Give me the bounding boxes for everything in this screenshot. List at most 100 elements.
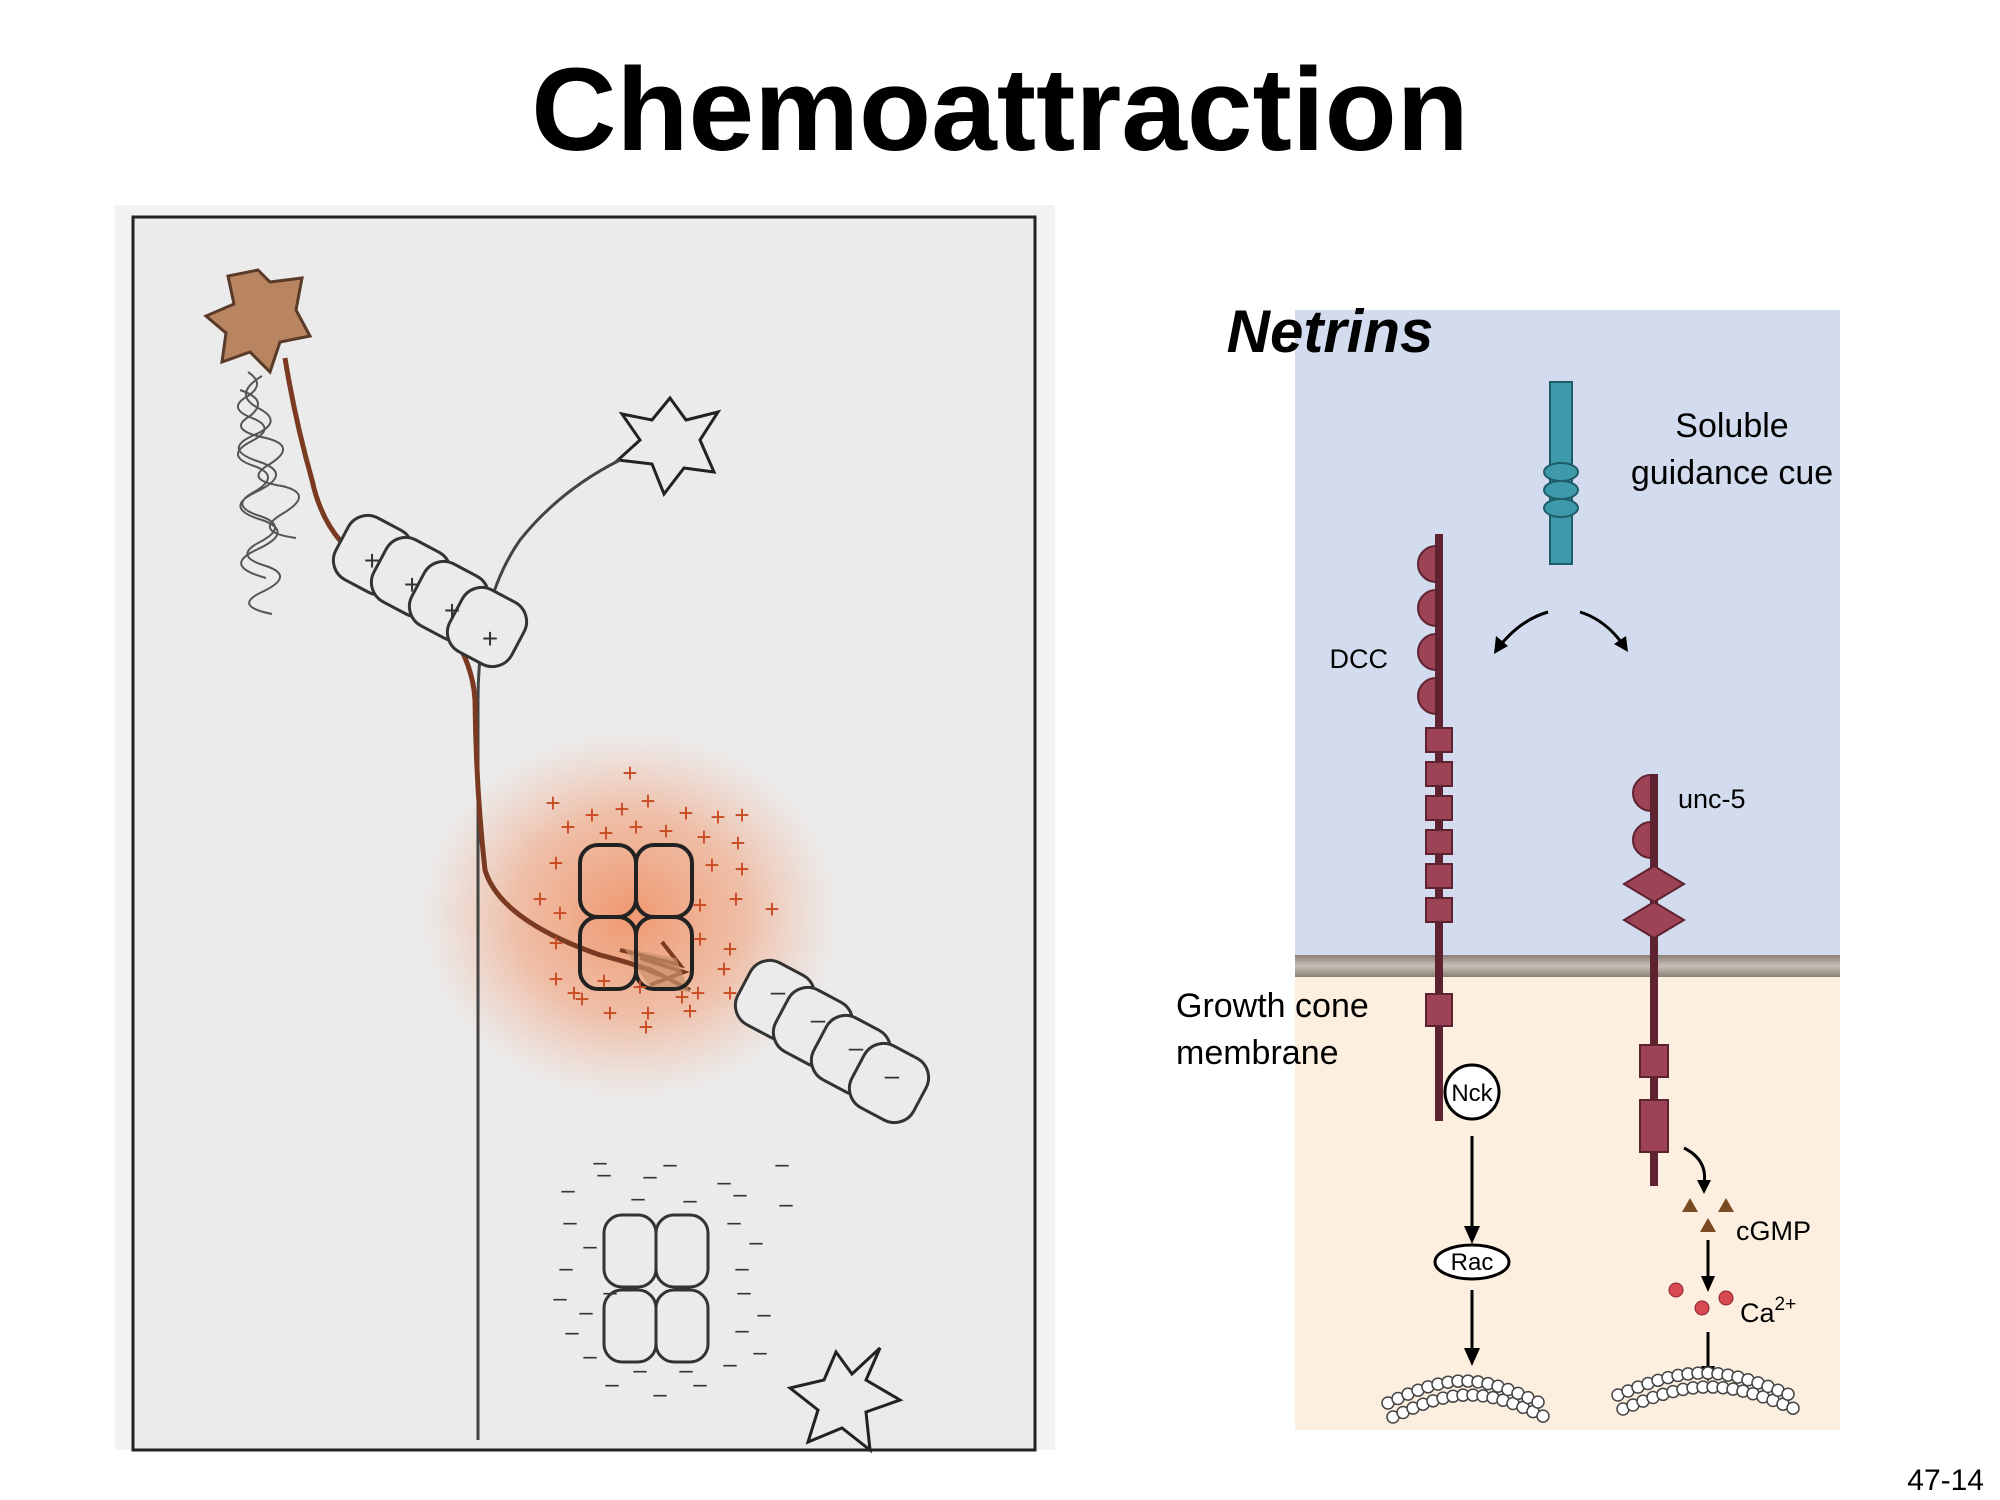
plus-sign: +: [548, 848, 563, 878]
plus-sign: +: [622, 758, 637, 788]
arrow-to-dcc-head: [1494, 636, 1508, 654]
calcium-label: Ca2+: [1740, 1294, 1796, 1328]
plus-sign: +: [674, 982, 689, 1012]
minus-sign: –: [593, 1149, 607, 1176]
minus-sign: –: [561, 1177, 575, 1204]
plus-sign: +: [548, 928, 563, 958]
plus-sign: +: [444, 595, 460, 626]
plus-sign: +: [734, 800, 749, 830]
intracellular-region: [1295, 970, 1840, 1430]
plus-sign: +: [692, 890, 707, 920]
minus-sign: –: [559, 1255, 573, 1282]
rac-to-actin-arrowhead: [1464, 1348, 1480, 1366]
plus-sign: +: [628, 812, 643, 842]
repellent-cell-cluster: [602, 1213, 710, 1364]
left-illustration: ++++ +++++++++++++++++++++++++++++++++++…: [115, 205, 1055, 1454]
minus-sign: –: [663, 1151, 677, 1178]
attracted-axon: [282, 357, 662, 978]
minus-sign: –: [631, 1185, 645, 1212]
attractant-plus-signs: ++++++++++++++++++++++++++++++++++++++: [532, 758, 779, 1042]
plus-sign: +: [728, 884, 743, 914]
plus-sign: +: [552, 898, 567, 928]
rac-label: Rac: [1451, 1249, 1494, 1276]
plus-sign: +: [482, 623, 498, 654]
plus-sign: +: [730, 828, 745, 858]
lower-chain-minus-signs: ––––: [771, 976, 900, 1090]
membrane-label-line2: membrane: [1176, 1034, 1339, 1072]
actin-bead: [1786, 1401, 1800, 1415]
plus-sign: +: [638, 1012, 653, 1042]
minus-sign: –: [553, 1285, 567, 1312]
minus-sign: –: [771, 976, 786, 1006]
minus-sign: –: [849, 1032, 864, 1062]
plus-sign: +: [532, 884, 547, 914]
upper-chain-plus-signs: + + + +: [364, 545, 498, 654]
plus-sign: +: [764, 894, 779, 924]
plus-sign: +: [704, 850, 719, 880]
cue-label-line2: guidance cue: [1631, 454, 1833, 492]
minus-sign: –: [683, 1187, 697, 1214]
cgmp-label: cGMP: [1736, 1216, 1811, 1246]
plus-sign: +: [566, 978, 581, 1008]
minus-sign: –: [717, 1169, 731, 1196]
minus-sign: –: [633, 1357, 647, 1384]
minus-sign: –: [723, 1351, 737, 1378]
minus-sign: –: [727, 1209, 741, 1236]
minus-sign: –: [885, 1060, 900, 1090]
minus-sign: –: [679, 1357, 693, 1384]
minus-sign: –: [733, 1181, 747, 1208]
minus-sign: –: [735, 1317, 749, 1344]
neuron-cell-body-upper: [614, 395, 722, 498]
minus-sign: –: [775, 1151, 789, 1178]
netrins-heading: Netrins: [1227, 298, 1434, 365]
plus-sign: +: [548, 964, 563, 994]
minus-sign: –: [583, 1233, 597, 1260]
plus-sign: +: [560, 812, 575, 842]
plus-sign: +: [404, 569, 420, 600]
plus-sign: +: [690, 978, 705, 1008]
dcc-label: DCC: [1330, 644, 1389, 674]
slide-number: 47-14: [1907, 1464, 1984, 1497]
cell-membrane: [1295, 955, 1840, 977]
minus-sign: –: [603, 1279, 617, 1306]
growth-cone-body: [624, 948, 690, 992]
actin-bead: [1781, 1387, 1795, 1401]
plus-sign: +: [640, 998, 655, 1028]
unc5-receptor: [1622, 773, 1686, 1186]
plus-sign: +: [545, 788, 560, 818]
unc5-label: unc-5: [1678, 784, 1746, 814]
plus-sign: +: [614, 794, 629, 824]
minus-sign: –: [643, 1163, 657, 1190]
plus-sign: +: [364, 545, 380, 576]
plus-sign: +: [722, 978, 737, 1008]
actin-bead: [1536, 1409, 1550, 1423]
plus-sign: +: [710, 802, 725, 832]
plus-sign: +: [696, 822, 711, 852]
plus-sign: +: [716, 954, 731, 984]
plus-sign: +: [598, 818, 613, 848]
repellent-minus-signs: ––––––––––––––––––––––––––––––––: [553, 1149, 793, 1408]
attractant-cell-cluster: [578, 843, 694, 991]
plus-sign: +: [574, 984, 589, 1014]
minus-sign: –: [735, 1255, 749, 1282]
calcium-charge: 2+: [1775, 1294, 1797, 1315]
calcium-ions: [1668, 1282, 1734, 1316]
slide-title: Chemoattraction: [531, 44, 1469, 176]
plus-sign: +: [596, 966, 611, 996]
neuron-cell-body-attracted: [203, 268, 313, 375]
minus-sign: –: [563, 1209, 577, 1236]
minus-sign: –: [605, 1371, 619, 1398]
minus-sign: –: [811, 1004, 826, 1034]
minus-sign: –: [757, 1301, 771, 1328]
tangled-fibers: [237, 371, 300, 615]
minus-sign: –: [737, 1279, 751, 1306]
minus-sign: –: [779, 1191, 793, 1218]
plus-sign: +: [734, 854, 749, 884]
netrin-molecule: [1543, 381, 1579, 565]
minus-sign: –: [597, 1161, 611, 1188]
plus-sign: +: [658, 816, 673, 846]
cgmp-molecules: [1682, 1198, 1734, 1232]
rac-oval: [1433, 1243, 1511, 1281]
minus-sign: –: [753, 1339, 767, 1366]
